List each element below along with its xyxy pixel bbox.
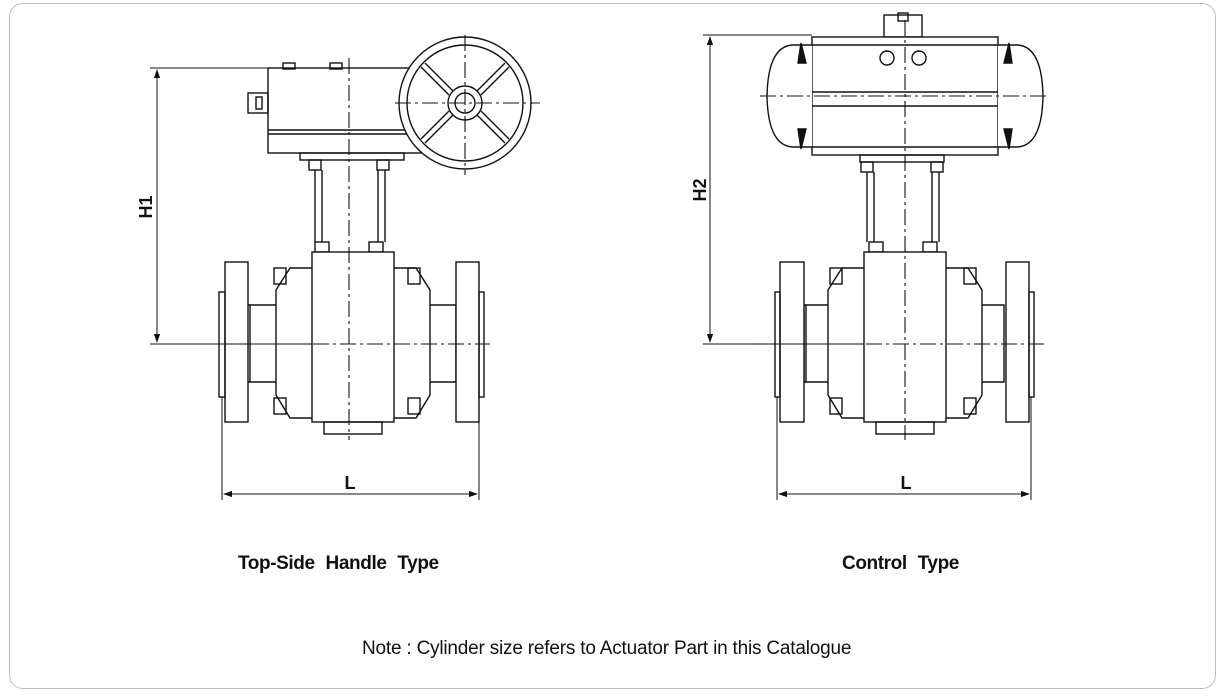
l-label-left: L [345, 473, 356, 493]
top-side-handle-valve-drawing [150, 35, 540, 500]
dimension-l-left [221, 397, 480, 500]
valve-body [218, 251, 485, 435]
control-type-caption: Control Type [842, 553, 959, 574]
l-label-right: L [901, 473, 912, 493]
mounting-bracket-right [860, 161, 944, 253]
diagram-frame [9, 3, 1216, 689]
h2-label: H2 [690, 178, 710, 201]
mounting-bracket [308, 159, 390, 253]
dimension-h1 [150, 67, 312, 345]
dimension-l-right [776, 397, 1032, 500]
dimension-h2 [703, 34, 864, 345]
catalogue-note: Note : Cylinder size refers to Actuator … [362, 638, 852, 659]
h1-label: H1 [136, 195, 156, 218]
top-side-handle-type-caption: Top-Side Handle Type [238, 553, 439, 574]
gearbox [247, 62, 424, 161]
control-valve-drawing [703, 12, 1050, 500]
